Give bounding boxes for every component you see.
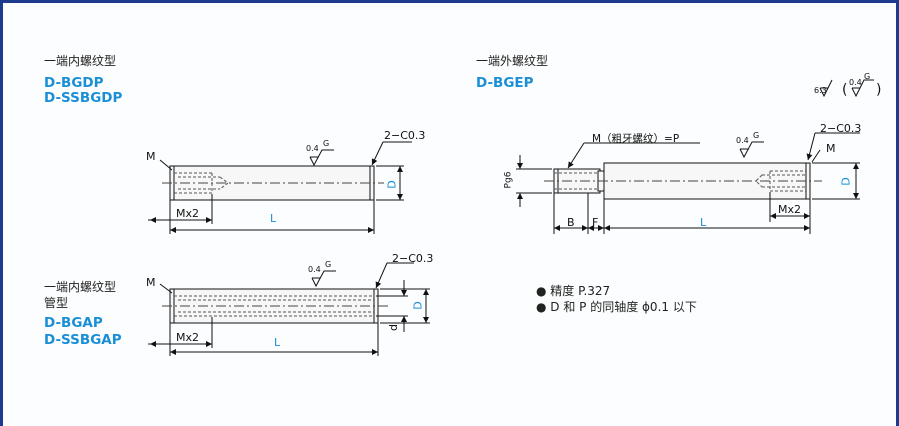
bottom-left-shaft (148, 262, 430, 356)
top-right-title: 一端外螺纹型 (476, 54, 549, 68)
bl-label-d-lower: d (386, 324, 400, 331)
note-coaxiality: ● D 和 P 的同轴度 ϕ0.1 以下 (536, 300, 697, 314)
note-precision: ● 精度 P.327 (536, 284, 611, 298)
bl-label-tol-g: G (325, 260, 332, 269)
top-left-title: 一端内螺纹型 (44, 54, 117, 68)
roughness-paren-val: 0.4 (849, 78, 862, 87)
bottom-left-title-2: 管型 (44, 296, 69, 310)
code-d-ssbgdp[interactable]: D-SSBGDP (44, 90, 123, 106)
tr-label-m: M (826, 142, 836, 155)
bl-label-mx2: Mx2 (176, 331, 199, 344)
code-d-ssbgap[interactable]: D-SSBGAP (44, 332, 122, 348)
top-right-shaft (516, 79, 874, 234)
tl-label-tol-val: 0.4 (306, 144, 319, 153)
roughness-main: 6.3 (814, 86, 827, 95)
bl-label-chamfer: 2−C0.3 (392, 252, 434, 265)
tl-label-mx2: Mx2 (176, 207, 199, 220)
tl-label-d: D (385, 180, 399, 189)
tr-label-tol-g: G (753, 131, 760, 140)
tr-label-l: L (700, 216, 707, 229)
bl-label-l: L (274, 336, 281, 349)
bl-label-tol-val: 0.4 (308, 265, 321, 274)
tr-label-b: B (567, 216, 575, 229)
bl-label-d-upper: D (411, 301, 425, 310)
code-d-bgap[interactable]: D-BGAP (44, 315, 103, 331)
bottom-left-title-1: 一端内螺纹型 (44, 280, 117, 294)
tr-label-mx2: Mx2 (778, 203, 801, 216)
roughness-paren-open: ( (842, 82, 848, 98)
tl-label-l: L (270, 212, 277, 225)
code-d-bgdp[interactable]: D-BGDP (44, 75, 104, 91)
tl-label-chamfer: 2−C0.3 (384, 129, 426, 142)
top-left-shaft (148, 141, 412, 234)
roughness-paren-g: G (864, 72, 871, 81)
tr-thread-label: M（粗牙螺纹）=P (592, 133, 680, 145)
bl-label-m: M (146, 276, 156, 289)
tr-label-f: F (592, 216, 599, 229)
tl-label-m: M (146, 150, 156, 163)
roughness-paren-close: ) (876, 82, 882, 98)
tr-label-tol-val: 0.4 (736, 136, 749, 145)
tr-label-chamfer: 2−C0.3 (820, 122, 862, 135)
tr-label-pg6: Pg6 (503, 171, 514, 189)
tr-label-d: D (839, 177, 853, 186)
code-d-bgep[interactable]: D-BGEP (476, 75, 534, 91)
tl-label-tol-g: G (323, 139, 330, 148)
